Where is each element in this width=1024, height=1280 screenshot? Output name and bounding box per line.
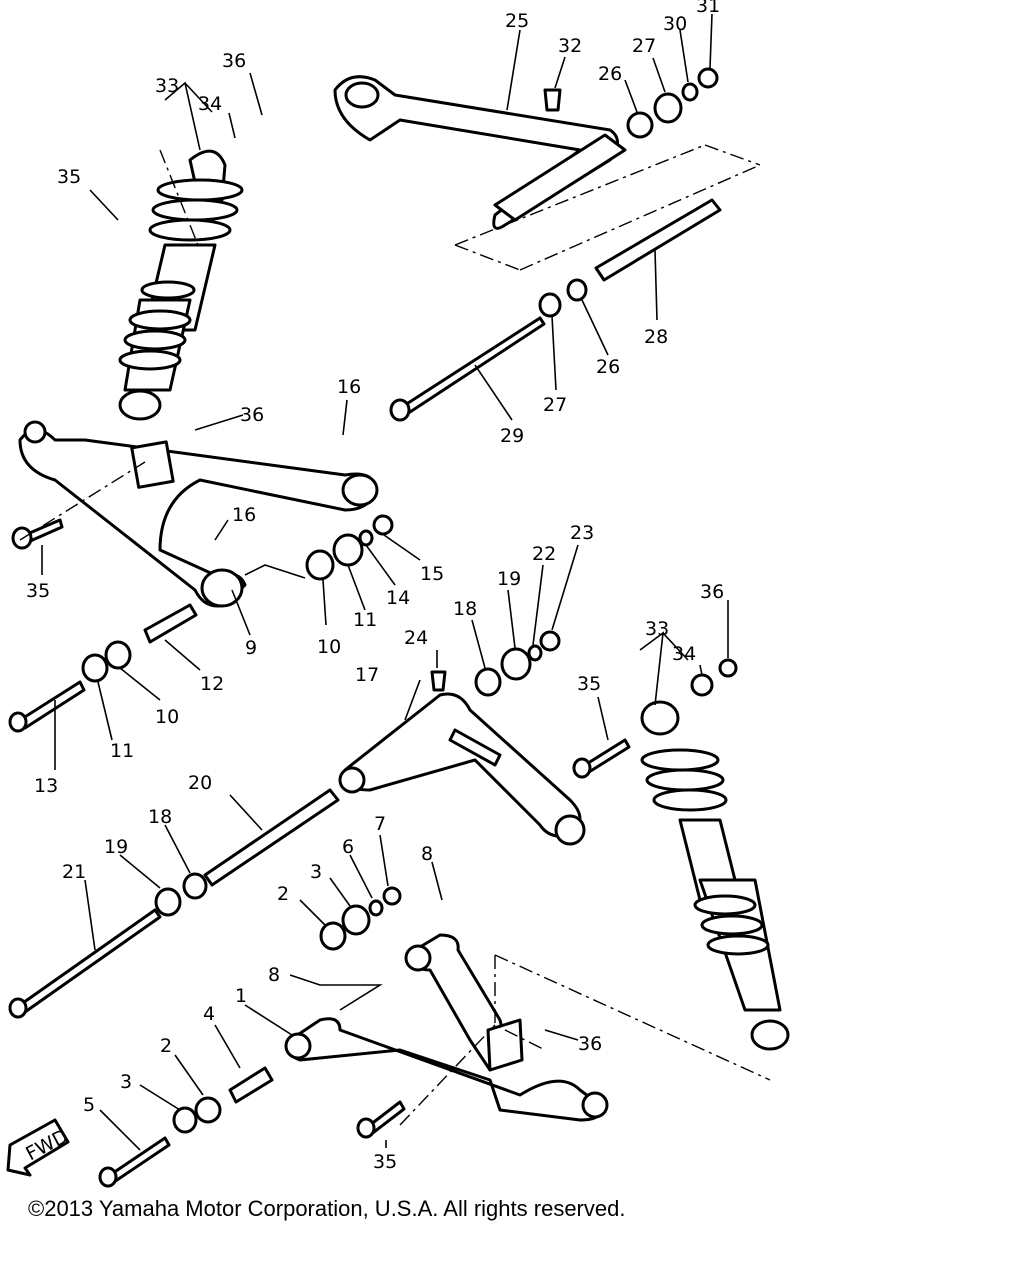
callout-14: 14 (386, 587, 410, 609)
callout-34: 34 (198, 93, 222, 115)
callout-5: 5 (83, 1094, 95, 1116)
leader-lines (19, 13, 771, 1151)
callout-28: 28 (644, 326, 668, 348)
left-shock-absorber (118, 149, 244, 421)
callout-21: 21 (62, 861, 86, 883)
bushings-middle (8, 514, 394, 733)
callout-18: 18 (453, 598, 477, 620)
callout-8: 8 (268, 964, 280, 986)
callout-32: 32 (558, 35, 582, 57)
callout-35: 35 (26, 580, 50, 602)
upper-arm-rear (333, 75, 761, 271)
callout-12: 12 (200, 673, 224, 695)
callout-19: 19 (104, 836, 128, 858)
callout-11: 11 (353, 609, 377, 631)
callout-35: 35 (57, 166, 81, 188)
callout-36: 36 (222, 50, 246, 72)
copyright-notice: ©2013 Yamaha Motor Corporation, U.S.A. A… (28, 1196, 626, 1221)
callout-7: 7 (374, 813, 386, 835)
callout-29: 29 (500, 425, 524, 447)
callout-22: 22 (532, 543, 556, 565)
bushings-bottom (98, 886, 406, 1188)
callout-1: 1 (235, 985, 247, 1007)
shaft-20-bolt-21 (8, 788, 340, 1019)
callout-8: 8 (421, 843, 433, 865)
callout-2: 2 (160, 1035, 172, 1057)
callout-labels: 25 31 30 32 27 36 26 33 34 35 28 26 16 2… (26, 0, 724, 1173)
callout-15: 15 (420, 563, 444, 585)
callout-13: 13 (34, 775, 58, 797)
callout-36: 36 (578, 1033, 602, 1055)
callout-6: 6 (342, 836, 354, 858)
callout-31: 31 (696, 0, 720, 17)
callout-4: 4 (203, 1003, 215, 1025)
callout-33: 33 (155, 75, 179, 97)
callout-35: 35 (373, 1151, 397, 1173)
bushings-right-middle (430, 630, 561, 697)
callout-16: 16 (337, 376, 361, 398)
callout-34: 34 (672, 643, 696, 665)
callout-10: 10 (317, 636, 341, 658)
washer-27-bushing-26 (538, 278, 588, 318)
callout-9: 9 (245, 637, 257, 659)
callout-17: 17 (355, 664, 379, 686)
callout-26: 26 (598, 63, 622, 85)
pivot-shaft-28 (594, 198, 722, 282)
callout-10: 10 (155, 706, 179, 728)
callout-3: 3 (310, 861, 322, 883)
bushings-nuts-top (543, 67, 719, 139)
bolt-29 (389, 316, 546, 422)
callout-27: 27 (632, 35, 656, 57)
callout-35: 35 (577, 673, 601, 695)
lower-arm-left (18, 420, 379, 608)
callout-26: 26 (596, 356, 620, 378)
callout-30: 30 (663, 13, 687, 35)
lower-arm-bottom (284, 933, 609, 1122)
callout-24: 24 (404, 627, 428, 649)
suspension-exploded-diagram: FWD (6, 0, 790, 1188)
callout-25: 25 (505, 10, 529, 32)
callout-19: 19 (497, 568, 521, 590)
fwd-arrow-icon: FWD (6, 1118, 72, 1177)
callout-20: 20 (188, 772, 212, 794)
callout-16: 16 (232, 504, 256, 526)
right-shock-absorber (572, 658, 790, 1051)
callout-2: 2 (277, 883, 289, 905)
callout-36: 36 (240, 404, 264, 426)
callout-23: 23 (570, 522, 594, 544)
callout-33: 33 (645, 618, 669, 640)
callout-11: 11 (110, 740, 134, 762)
callout-36: 36 (700, 581, 724, 603)
upper-arm-front (338, 692, 586, 846)
callout-27: 27 (543, 394, 567, 416)
callout-3: 3 (120, 1071, 132, 1093)
callout-18: 18 (148, 806, 172, 828)
